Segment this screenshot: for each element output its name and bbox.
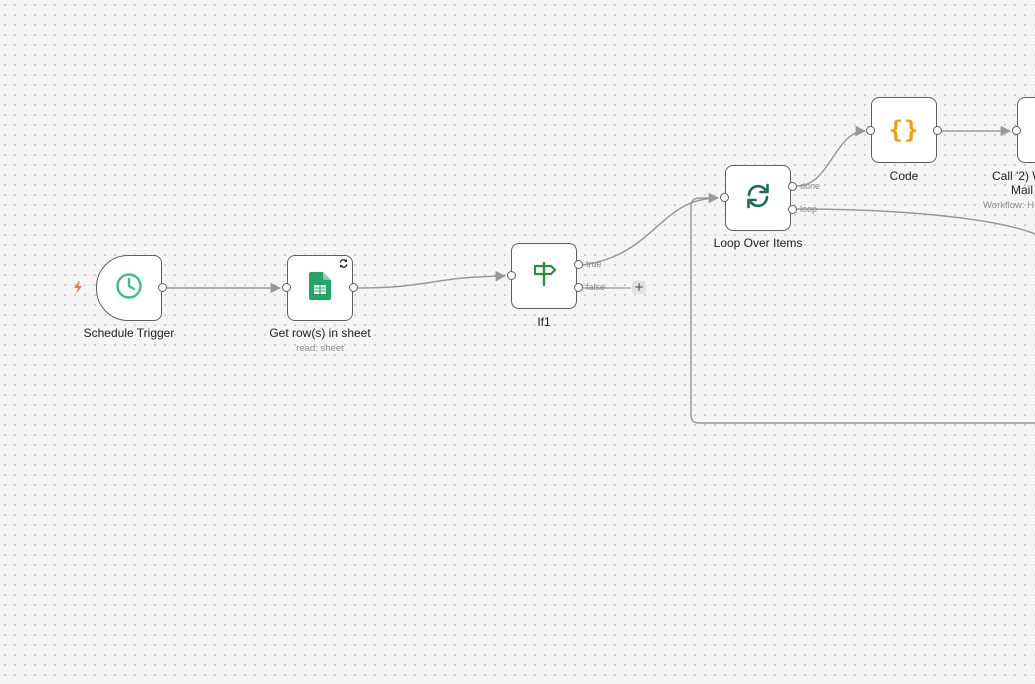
trigger-bolt-icon: [74, 281, 82, 294]
schedule-trigger-label: Schedule Trigger: [83, 326, 175, 340]
loop-done-label: done: [800, 181, 821, 191]
loop-loop-label: loop: [800, 204, 818, 214]
braces-icon: {}: [888, 116, 920, 144]
if1-input-port[interactable]: [507, 271, 516, 280]
code-label: Code: [889, 169, 919, 183]
if1-false-port[interactable]: [574, 283, 583, 292]
add-node-button[interactable]: +: [632, 280, 646, 294]
call-workflow-subtitle: Workflow: H: [983, 200, 1035, 211]
loop-over-items-node[interactable]: [725, 165, 791, 231]
edge-loop-loop-out[interactable]: [796, 208, 1035, 236]
if1-true-label: true: [586, 259, 602, 269]
get-rows-subtitle: read: sheet: [296, 343, 344, 354]
call-workflow-label-line2: Mail: [1011, 183, 1034, 197]
refresh-badge-icon: [339, 259, 348, 268]
signpost-icon: [529, 260, 559, 293]
edge-loop-back[interactable]: [690, 197, 1035, 424]
google-sheets-icon: [309, 271, 331, 305]
call-workflow-label-line1: Call '2) W: [992, 169, 1035, 183]
if1-label: If1: [537, 315, 551, 329]
loop-input-port[interactable]: [720, 193, 729, 202]
edge-if-true-to-loop[interactable]: [582, 192, 720, 266]
edge-loop-done-to-code[interactable]: [796, 125, 867, 187]
code-node[interactable]: {}: [871, 97, 937, 163]
if1-false-label: false: [586, 282, 606, 292]
schedule-trigger-node[interactable]: [96, 255, 162, 321]
if1-true-port[interactable]: [574, 260, 583, 269]
call-workflow-input-port[interactable]: [1012, 126, 1021, 135]
if1-node[interactable]: [511, 243, 577, 309]
loop-done-port[interactable]: [788, 182, 797, 191]
loop-icon: [743, 181, 773, 216]
schedule-trigger-output-port[interactable]: [158, 283, 167, 292]
edge-sheet-to-if[interactable]: [357, 270, 507, 289]
code-output-port[interactable]: [933, 126, 942, 135]
get-rows-input-port[interactable]: [282, 283, 291, 292]
loop-over-items-label: Loop Over Items: [713, 236, 803, 250]
get-rows-output-port[interactable]: [349, 283, 358, 292]
loop-loop-port[interactable]: [788, 205, 797, 214]
clock-icon: [114, 271, 144, 306]
code-input-port[interactable]: [866, 126, 875, 135]
get-rows-label: Get row(s) in sheet: [269, 326, 371, 340]
